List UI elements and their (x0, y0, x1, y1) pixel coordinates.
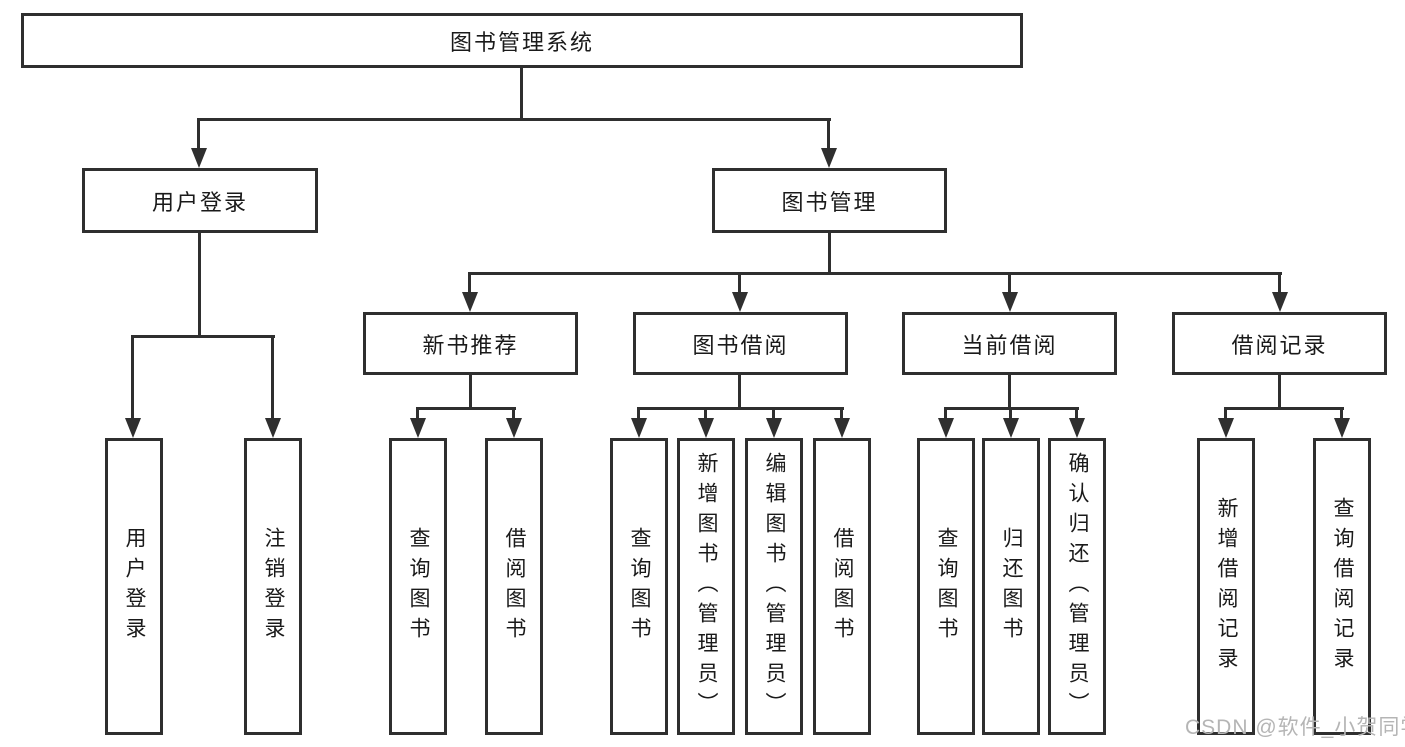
connector-line (468, 272, 1282, 275)
connector-arrowhead (1334, 418, 1350, 438)
connector-line (1224, 407, 1227, 419)
node-library-system: 图书管理系统 (21, 13, 1023, 68)
connector-line (1075, 407, 1078, 419)
connector-arrowhead (410, 418, 426, 438)
connector-line (738, 272, 741, 293)
connector-line (520, 68, 523, 121)
connector-line (1008, 375, 1011, 410)
connector-line (468, 272, 471, 293)
connector-line (469, 375, 472, 410)
connector-line (637, 407, 640, 419)
connector-line (840, 407, 843, 419)
connector-line (1278, 375, 1281, 410)
connector-line (637, 407, 844, 410)
connector-arrowhead (834, 418, 850, 438)
leaf-query-books-current: 查询图书 (917, 438, 975, 735)
node-borrowing-records: 借阅记录 (1172, 312, 1387, 375)
connector-arrowhead (462, 292, 478, 312)
node-current-borrowing: 当前借阅 (902, 312, 1117, 375)
leaf-query-borrow-record: 查询借阅记录 (1313, 438, 1371, 735)
leaf-add-borrow-record: 新增借阅记录 (1197, 438, 1255, 735)
connector-line (197, 118, 831, 121)
connector-line (944, 407, 947, 419)
connector-arrowhead (506, 418, 522, 438)
leaf-return-books: 归还图书 (982, 438, 1040, 735)
connector-arrowhead (698, 418, 714, 438)
connector-line (271, 335, 274, 419)
connector-arrowhead (1002, 292, 1018, 312)
connector-arrowhead (1003, 418, 1019, 438)
connector-line (416, 407, 419, 419)
connector-line (198, 233, 201, 338)
leaf-add-book-admin: 新增图书（管理员） (677, 438, 735, 735)
connector-line (738, 375, 741, 410)
connector-line (1224, 407, 1344, 410)
connector-arrowhead (938, 418, 954, 438)
connector-line (1009, 407, 1012, 419)
leaf-logout: 注销登录 (244, 438, 302, 735)
connector-line (197, 118, 200, 149)
leaf-borrow-books-recommend: 借阅图书 (485, 438, 543, 735)
connector-arrowhead (766, 418, 782, 438)
connector-line (827, 118, 830, 149)
connector-line (1008, 272, 1011, 293)
connector-arrowhead (631, 418, 647, 438)
connector-arrowhead (265, 418, 281, 438)
node-user-login: 用户登录 (82, 168, 318, 233)
node-new-book-recommendation: 新书推荐 (363, 312, 578, 375)
connector-arrowhead (1218, 418, 1234, 438)
connector-line (131, 335, 134, 419)
leaf-query-books-borrow: 查询图书 (610, 438, 668, 735)
connector-arrowhead (732, 292, 748, 312)
connector-line (704, 407, 707, 419)
connector-arrowhead (1272, 292, 1288, 312)
connector-line (512, 407, 515, 419)
connector-line (131, 335, 275, 338)
connector-line (828, 233, 831, 275)
watermark: CSDN @软件_小贺同学 (1185, 716, 1405, 739)
connector-arrowhead (125, 418, 141, 438)
connector-arrowhead (1069, 418, 1085, 438)
leaf-borrow-books: 借阅图书 (813, 438, 871, 735)
leaf-edit-book-admin: 编辑图书（管理员） (745, 438, 803, 735)
connector-arrowhead (821, 148, 837, 168)
node-book-borrowing: 图书借阅 (633, 312, 848, 375)
connector-line (1278, 272, 1281, 293)
node-book-management: 图书管理 (712, 168, 947, 233)
connector-line (1340, 407, 1343, 419)
leaf-query-books-recommend: 查询图书 (389, 438, 447, 735)
connector-line (416, 407, 516, 410)
connector-line (772, 407, 775, 419)
leaf-user-login: 用户登录 (105, 438, 163, 735)
leaf-confirm-return-admin: 确认归还（管理员） (1048, 438, 1106, 735)
connector-arrowhead (191, 148, 207, 168)
